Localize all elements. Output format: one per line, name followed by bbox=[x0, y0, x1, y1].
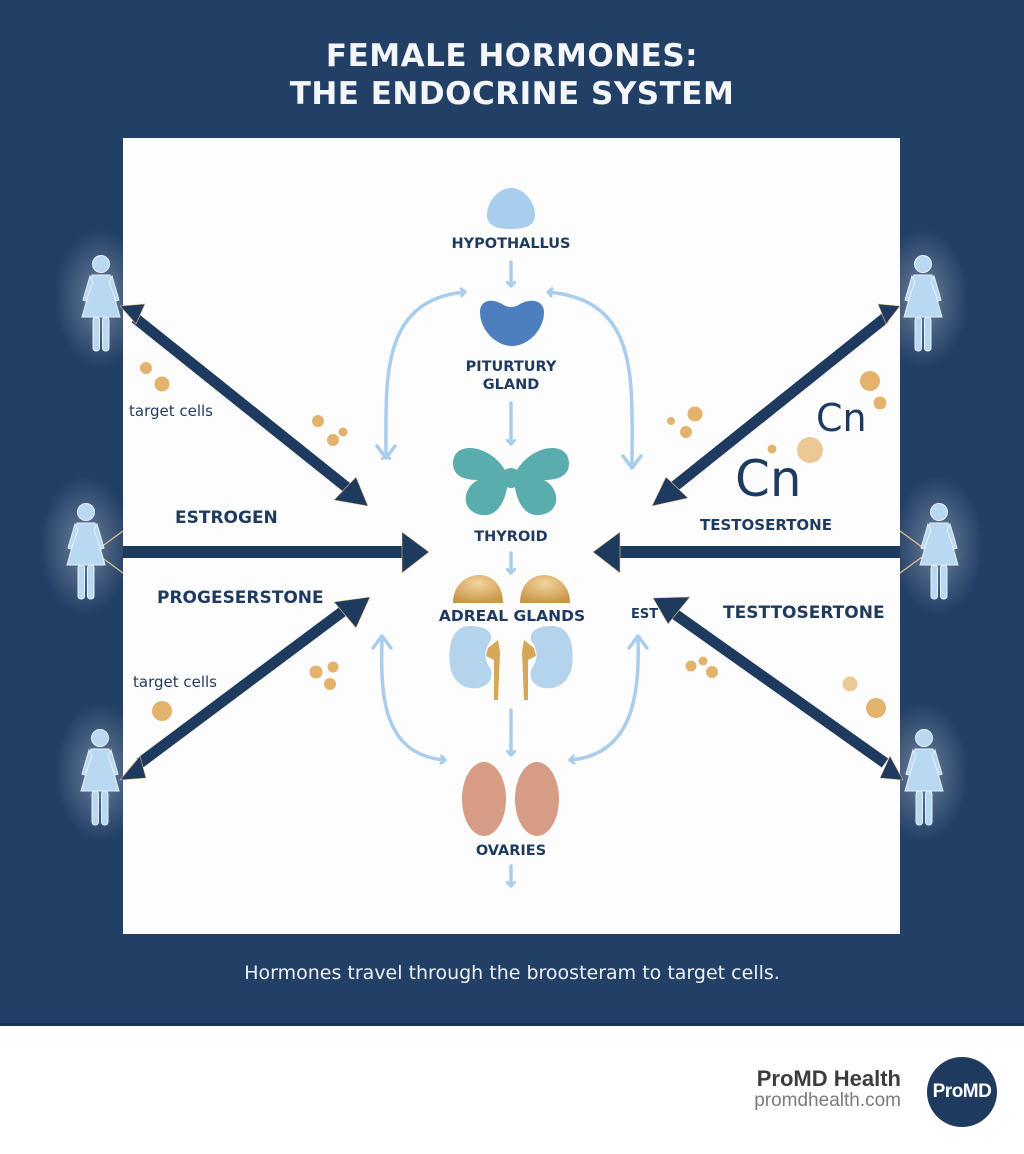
thyroid-shape bbox=[452, 448, 570, 516]
caption: Hormones travel through the broosteram t… bbox=[244, 962, 780, 984]
symbol-cn-large: Cn bbox=[735, 450, 802, 508]
label-testosterone-lower: TESTTOSERTONE bbox=[723, 603, 885, 623]
feedback-arrows bbox=[379, 260, 640, 888]
label-target-cells-lower: target cells bbox=[133, 673, 218, 691]
loop-upper-left-head bbox=[371, 444, 649, 650]
hormone-arrows bbox=[100, 303, 923, 781]
label-progesterone: PROGESERSTONE bbox=[157, 588, 324, 608]
promd-logo: ProMD bbox=[927, 1057, 997, 1127]
label-pituitary-line-2: GLAND bbox=[482, 377, 540, 393]
loop-lower-left bbox=[379, 638, 447, 760]
label-estrogen-partial: EST bbox=[631, 607, 659, 622]
arrow-right-upper bbox=[651, 303, 901, 507]
symbol-cn-small: Cn bbox=[816, 396, 867, 440]
title-line-2: THE ENDOCRINE SYSTEM bbox=[289, 76, 735, 112]
label-ovaries: OVARIES bbox=[475, 843, 547, 859]
label-estrogen: ESTROGEN bbox=[175, 508, 278, 528]
adrenal-shape bbox=[453, 575, 570, 603]
ovaries-shape bbox=[462, 762, 559, 836]
loop-lower-right bbox=[568, 638, 640, 760]
hormone-particles bbox=[140, 362, 887, 721]
arrow-left-upper bbox=[119, 303, 369, 507]
label-thyroid: THYROID bbox=[474, 529, 548, 545]
pituitary-shape bbox=[480, 300, 544, 346]
arrow-testosterone bbox=[592, 530, 923, 574]
loop-upper-left bbox=[386, 292, 467, 455]
arrow-right-lower bbox=[652, 596, 904, 781]
kidneys-shape bbox=[449, 626, 573, 700]
diagram-canvas bbox=[40, 188, 983, 888]
label-adrenal-glands: ADREAL GLANDS bbox=[438, 607, 586, 625]
hypothalamus-shape bbox=[487, 188, 535, 229]
label-target-cells-upper: target cells bbox=[129, 402, 214, 420]
label-hypothalamus: HYPOTHALLUS bbox=[451, 236, 571, 252]
brand-url[interactable]: promdhealth.com bbox=[754, 1090, 901, 1111]
title-line-1: FEMALE HORMONES: bbox=[325, 38, 699, 74]
arrow-estrogen bbox=[100, 530, 430, 574]
loop-upper-right bbox=[546, 292, 634, 467]
label-testosterone-upper: TESTOSERTONE bbox=[700, 516, 832, 534]
label-pituitary-line-1: PITURTURY bbox=[465, 359, 557, 375]
arrow-progesterone bbox=[119, 596, 371, 781]
brand-name: ProMD Health bbox=[756, 1066, 901, 1091]
